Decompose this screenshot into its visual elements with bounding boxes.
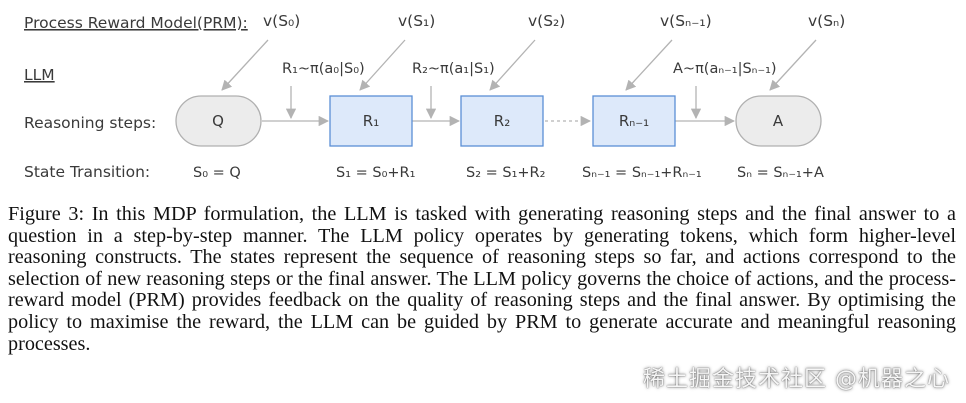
arrow-v2-r2 [489, 39, 536, 91]
value-v2: v(S₂) [528, 12, 565, 30]
state-sn: Sₙ = Sₙ₋₁+A [737, 165, 824, 181]
node-a-label: A [773, 112, 784, 130]
state-s2: S₂ = S₁+R₂ [466, 165, 545, 181]
arrow-v0-q [221, 39, 269, 91]
figure-caption: Figure 3: In this MDP formulation, the L… [8, 203, 956, 355]
arrow-v1-r1 [359, 39, 406, 91]
node-r1 [329, 95, 413, 147]
value-v0: v(S₀) [263, 12, 300, 30]
node-r1-label: R₁ [363, 112, 379, 130]
state-s1: S₁ = S₀+R₁ [336, 165, 416, 181]
llm-label: LLM [24, 66, 55, 84]
reasoning-steps-label: Reasoning steps: [24, 114, 156, 132]
node-r2 [460, 95, 544, 147]
node-q [175, 95, 262, 147]
value-vn1: v(Sₙ₋₁) [660, 12, 712, 30]
prm-label: Process Reward Model(PRM): [24, 14, 248, 32]
node-rn1 [592, 95, 676, 147]
state-transition-label: State Transition: [24, 163, 150, 181]
node-q-label: Q [212, 112, 224, 130]
policy-r1: R₁~π(a₀|S₀) [282, 61, 365, 77]
node-rn1-label: Rₙ₋₁ [619, 112, 649, 130]
policy-r2: R₂~π(a₁|S₁) [412, 61, 495, 77]
state-s0: S₀ = Q [193, 165, 241, 181]
value-vn: v(Sₙ) [808, 12, 845, 30]
arrow-vn-a [769, 39, 817, 91]
mdp-diagram: Process Reward Model(PRM): LLM Reasoning… [24, 12, 845, 181]
arrow-vn1-rn1 [625, 39, 673, 91]
watermark: 稀土掘金技术社区 @机器之心 [643, 367, 950, 392]
state-sn1: Sₙ₋₁ = Sₙ₋₁+Rₙ₋₁ [582, 165, 702, 181]
node-r2-label: R₂ [494, 112, 510, 130]
value-v1: v(S₁) [398, 12, 435, 30]
node-a [735, 95, 822, 147]
policy-a: A~π(aₙ₋₁|Sₙ₋₁) [673, 61, 777, 77]
